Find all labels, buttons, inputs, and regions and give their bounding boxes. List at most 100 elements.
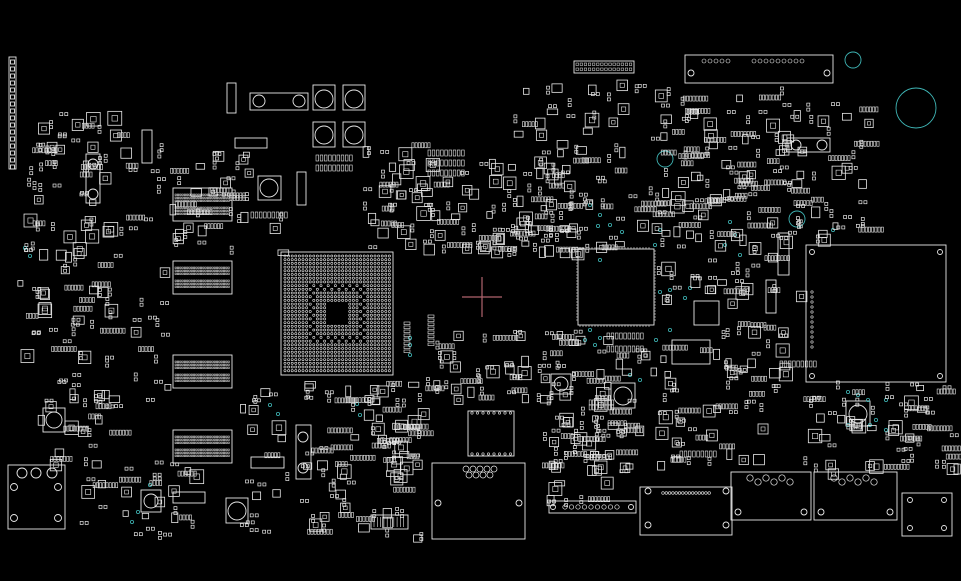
smd-pad	[770, 179, 774, 186]
smd-pad	[744, 405, 749, 409]
smd-pad	[84, 457, 88, 462]
port-usb-a[interactable]	[431, 462, 526, 540]
port-ethernet-2[interactable]	[813, 471, 898, 521]
smd-pad	[925, 424, 929, 430]
smd-ic	[319, 512, 330, 522]
smd-pad	[126, 214, 129, 221]
ic-square-center[interactable]	[693, 300, 720, 326]
smd-pad	[904, 408, 909, 413]
smd-pad	[731, 165, 735, 170]
smd-pad	[180, 470, 184, 477]
smd-pad	[597, 179, 602, 184]
smd-pad	[444, 385, 449, 390]
smd-pad	[403, 341, 411, 345]
smd-pad	[196, 213, 200, 218]
smd-pad	[579, 421, 584, 425]
smd-part	[417, 183, 428, 192]
bga-cpu[interactable]	[280, 251, 394, 376]
port-audio-row[interactable]	[548, 500, 637, 514]
smd-pad	[784, 236, 789, 240]
smd-pad	[555, 225, 559, 232]
smd-pad	[665, 294, 670, 298]
smd-pad	[51, 147, 55, 154]
smd-part	[793, 110, 801, 122]
smd-pad	[766, 339, 770, 344]
module-board[interactable]	[805, 244, 947, 383]
ic-square-bottom[interactable]	[467, 410, 515, 457]
smd-ic-core	[492, 178, 499, 185]
smd-pad	[829, 209, 834, 213]
smd-ic	[746, 170, 756, 180]
smd-pad	[569, 391, 574, 395]
smd-ic-core	[107, 226, 114, 233]
smd-part	[303, 462, 313, 470]
smd-pad	[700, 347, 703, 354]
memory-chip[interactable]	[172, 429, 233, 464]
top-header-connector[interactable]	[573, 60, 635, 74]
smd-pad	[326, 528, 330, 535]
smd-pad	[681, 441, 685, 446]
smd-components[interactable]	[17, 79, 961, 543]
smd-pad	[381, 220, 384, 227]
smd-part	[391, 456, 404, 465]
smd-pad	[865, 106, 869, 113]
smd-pad	[341, 397, 344, 404]
smd-part	[858, 179, 867, 189]
smd-ic-core	[403, 168, 410, 175]
smd-ic	[371, 422, 385, 436]
smd-pad	[906, 459, 911, 463]
smd-pad	[853, 166, 858, 170]
smd-pad	[760, 375, 764, 382]
smd-ic-core	[414, 195, 420, 201]
memory-chip[interactable]	[172, 354, 233, 389]
smd-pad	[558, 334, 562, 340]
port-bottom-left[interactable]	[7, 464, 66, 530]
smd-pad	[190, 519, 195, 524]
top-right-connector[interactable]	[684, 54, 834, 84]
smd-pad	[632, 398, 637, 403]
smd-ic	[72, 242, 87, 257]
smd-ic-core	[770, 122, 776, 129]
smd-ic-core	[84, 222, 89, 228]
smd-ic-core	[90, 116, 97, 123]
smd-ic	[707, 285, 717, 295]
smd-ic	[548, 482, 563, 496]
smd-pad	[98, 281, 102, 288]
smd-pad	[587, 496, 591, 502]
smd-ic	[492, 232, 505, 246]
smd-pad	[788, 360, 792, 368]
smd-pad	[110, 355, 114, 360]
smd-ic-core	[456, 333, 461, 339]
smd-ic	[846, 416, 856, 426]
capsule-component[interactable]	[85, 82, 831, 504]
smd-pad	[427, 149, 431, 157]
smd-pad	[855, 402, 860, 407]
smd-pad	[688, 407, 691, 414]
left-pin-header[interactable]	[8, 56, 17, 170]
smd-pad	[696, 450, 700, 458]
pin	[10, 101, 15, 107]
smd-pad	[751, 375, 755, 382]
port-small-bottom[interactable]	[370, 514, 409, 530]
smd-pad	[147, 346, 151, 352]
smd-pad	[405, 437, 409, 443]
inductor[interactable]	[42, 84, 871, 524]
smd-pad	[543, 233, 548, 238]
smd-pad	[797, 187, 801, 194]
port-vga[interactable]	[639, 486, 733, 536]
ic-square-mid[interactable]	[671, 339, 711, 365]
smd-pad	[667, 149, 671, 156]
port-bottom-right[interactable]	[901, 492, 953, 537]
smd-pad	[827, 411, 832, 415]
chipset-ic[interactable]	[576, 247, 656, 327]
smd-pad	[492, 246, 497, 251]
port-ethernet[interactable]	[730, 471, 812, 521]
smd-pad	[586, 377, 590, 384]
smd-part	[403, 159, 415, 171]
smd-pad	[444, 159, 448, 167]
pin	[10, 122, 15, 128]
memory-chip[interactable]	[172, 260, 233, 295]
smd-part	[97, 286, 109, 299]
